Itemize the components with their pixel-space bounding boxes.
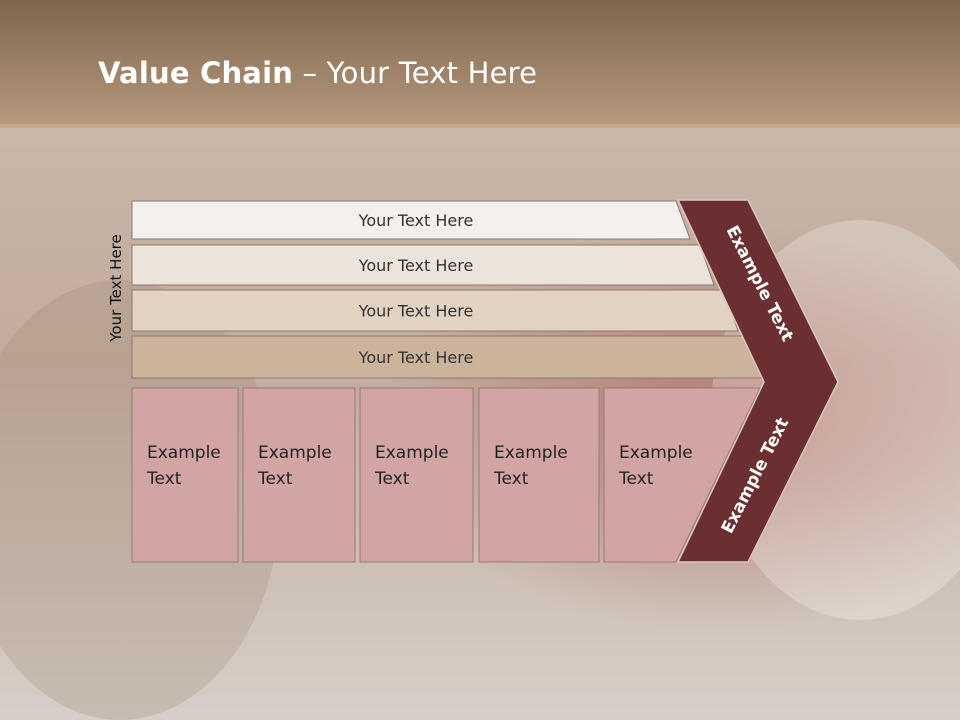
band-1: [131, 200, 691, 240]
reflection-cell-1-line1: Example: [147, 665, 221, 685]
cell-2-line2: Text: [257, 469, 293, 489]
cell-4-line2: Text: [493, 469, 529, 489]
reflection-cell-2-line1: Example: [258, 665, 332, 685]
band-2: [131, 244, 715, 286]
title-rest: – Your Text Here: [293, 56, 538, 90]
cell-2: [242, 387, 356, 563]
chevron-shape: [676, 199, 839, 563]
band-4-label: Your Text Here: [358, 348, 474, 367]
reflection-cell-5-line2: Text: [618, 639, 654, 659]
band-3: [131, 289, 739, 332]
reflection-chevron: [678, 566, 825, 720]
cell-3-line1: Example: [375, 443, 449, 463]
slide-title: Value Chain – Your Text Here: [98, 56, 537, 90]
reflection-cell-5: [604, 566, 751, 720]
reflection-cell-2: [243, 566, 355, 720]
cell-1-line1: Example: [147, 443, 221, 463]
title-bold: Value Chain: [98, 56, 294, 90]
band-3-label: Your Text Here: [358, 302, 474, 321]
cell-2-line1: Example: [258, 443, 332, 463]
band-1-label: Your Text Here: [358, 211, 474, 230]
reflection-cell-1: [132, 566, 238, 720]
reflection-cell-4: [479, 566, 599, 720]
reflection-cell-4-line2: Text: [493, 639, 529, 659]
cell-4-line1: Example: [494, 443, 568, 463]
cell-4: [478, 387, 600, 563]
cell-5: [603, 387, 761, 563]
band-2-label: Your Text Here: [358, 256, 474, 275]
cell-1-line2: Text: [146, 469, 182, 489]
cell-3-line2: Text: [374, 469, 410, 489]
cell-5-line1: Example: [619, 443, 693, 463]
reflection-cell-4-line1: Example: [494, 665, 568, 685]
reflection-cell-5-line1: Example: [619, 665, 693, 685]
reflection-cell-3-line2: Text: [374, 639, 410, 659]
reflection-cell-2-line2: Text: [257, 639, 293, 659]
reflection-cell-1-line2: Text: [146, 639, 182, 659]
reflection-cell-3-line1: Example: [375, 665, 449, 685]
cell-1: [131, 387, 239, 563]
cell-3: [359, 387, 474, 563]
cell-5-line2: Text: [618, 469, 654, 489]
reflection-cell-3: [360, 566, 473, 720]
